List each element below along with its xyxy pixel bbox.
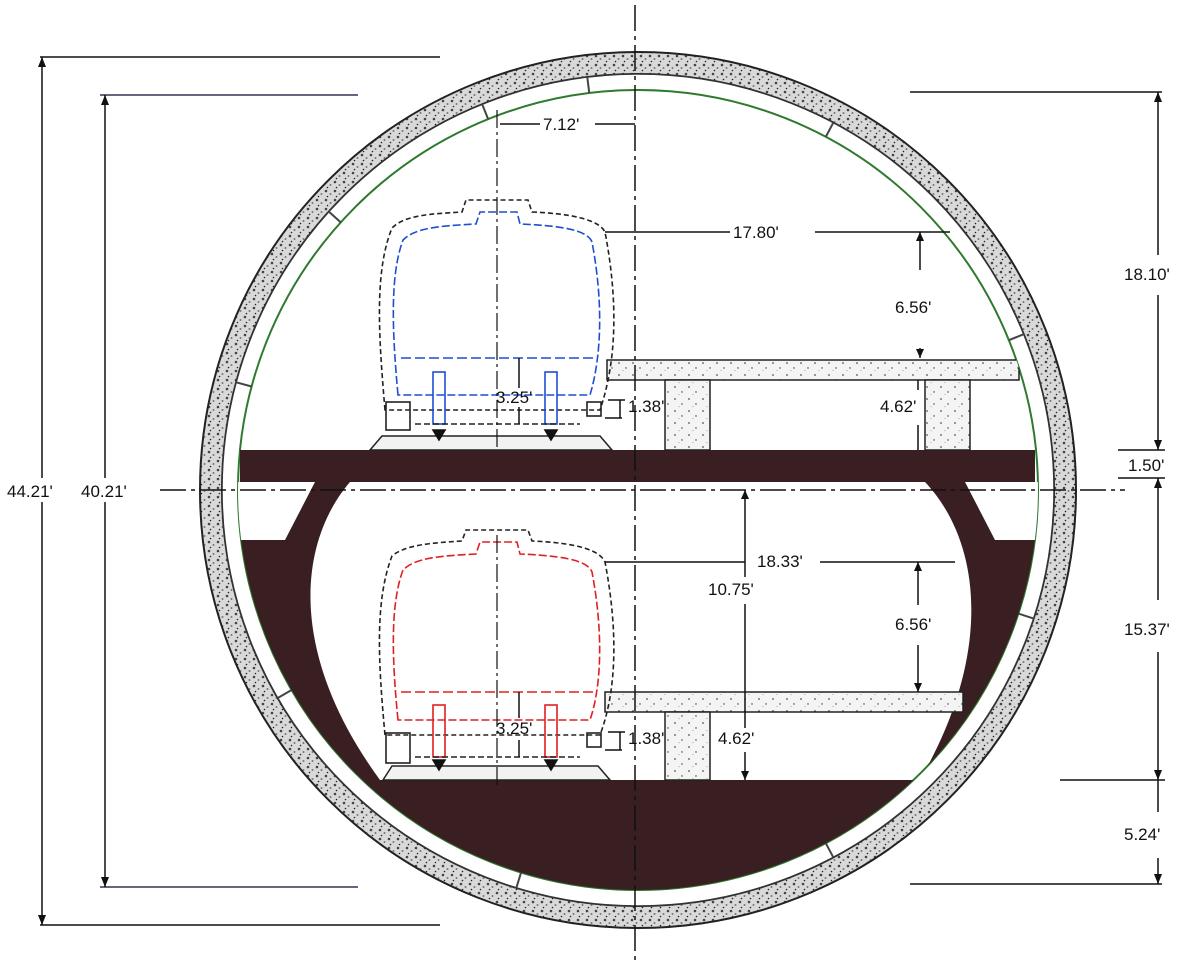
upper-train	[378, 199, 615, 442]
upper-rail-height-label: 1.38'	[628, 397, 664, 416]
upper-rail-left	[431, 429, 447, 442]
lower-platform-column	[664, 711, 711, 781]
lining-joint-10	[481, 103, 490, 120]
lower-rail-right	[543, 759, 559, 772]
lower-left-wall-notch	[238, 482, 315, 540]
lower-floor-height-label: 3.25'	[496, 719, 532, 738]
mid-level-slab	[240, 450, 1035, 482]
lining-joint-3	[1008, 333, 1025, 342]
lining-joint-7	[277, 689, 293, 699]
lower-rail-left	[431, 759, 447, 772]
lower-platform-deck	[604, 691, 964, 713]
upper-vehicle-height-label: 6.56'	[895, 298, 931, 317]
lower-guide-rail-right	[586, 732, 602, 748]
lower-level-height-label: 15.37'	[1124, 620, 1170, 639]
lining-joint-1	[586, 76, 591, 94]
lining-joint-9	[328, 210, 342, 224]
upper-level-height-label: 18.10'	[1124, 265, 1170, 284]
lower-train-envelope	[378, 529, 615, 736]
lower-platform-height-label: 4.62'	[718, 729, 754, 748]
upper-rail-right	[543, 429, 559, 442]
lining-joint-8	[235, 381, 252, 388]
invert-depth-label: 5.24'	[1124, 825, 1160, 844]
lining-joint-6	[515, 872, 523, 889]
lower-guide-rail-left	[385, 732, 411, 764]
lower-rail-height-label: 1.38'	[628, 729, 664, 748]
upper-floor-height-label: 3.25'	[496, 388, 532, 407]
upper-platform-column-right	[924, 379, 971, 451]
lining-joints	[235, 76, 1034, 889]
upper-train-body	[392, 211, 601, 396]
upper-trackbed	[368, 435, 614, 451]
upper-offset-label: 7.12'	[543, 115, 579, 134]
dimension-arrows	[38, 57, 1162, 925]
lower-level-structure	[238, 482, 1038, 890]
lining-joint-4	[1018, 612, 1034, 620]
lower-train-body	[392, 541, 601, 721]
upper-platform-deck	[606, 359, 1020, 381]
upper-guide-rail-left	[385, 401, 411, 431]
upper-platform-column-left	[664, 379, 711, 451]
overall-height-label: 44.21'	[7, 482, 53, 501]
dimension-lines	[40, 56, 1165, 926]
lining-joint-2	[824, 122, 835, 138]
lower-edge-distance-label: 18.33'	[757, 552, 803, 571]
lower-right-wall-notch	[965, 482, 1038, 540]
lower-train	[378, 529, 615, 772]
upper-platform-height-label: 4.62'	[880, 397, 916, 416]
lower-vehicle-height-label: 6.56'	[895, 615, 931, 634]
slab-thickness-label: 1.50'	[1128, 456, 1164, 475]
inner-height-label: 40.21'	[81, 482, 127, 501]
upper-train-envelope	[378, 199, 615, 411]
upper-edge-distance-label: 17.80'	[733, 223, 779, 242]
lower-clear-height-label: 10.75'	[708, 580, 754, 599]
upper-guide-rail-right	[586, 401, 602, 417]
lining-joint-5	[824, 842, 835, 858]
